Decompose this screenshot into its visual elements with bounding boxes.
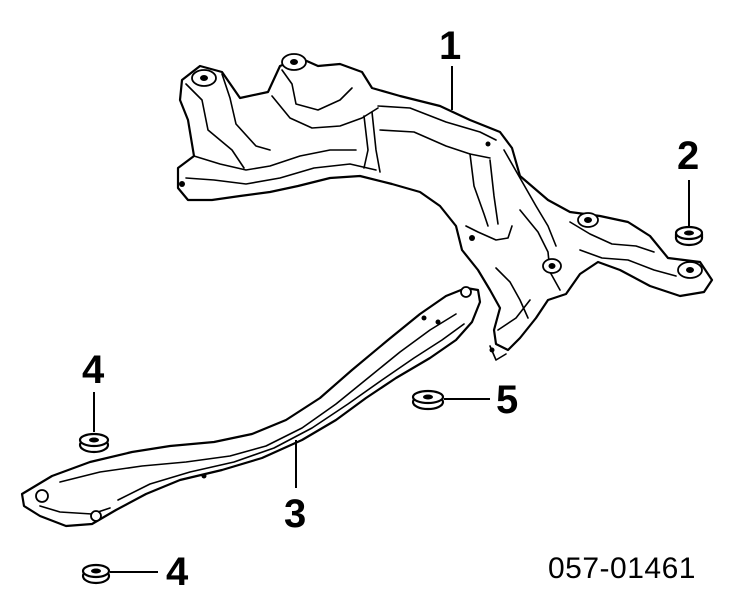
callout-3: 3 [284,492,307,536]
callout-2: 2 [677,134,700,178]
callout-4-upper: 4 [82,348,105,392]
callout-4-lower: 4 [166,550,189,594]
nut-upper-left [78,432,110,454]
drawing-code: 057-01461 [548,552,696,585]
callout-1: 1 [439,24,462,68]
nut-lower-left [81,563,111,585]
nut-center [411,389,445,411]
stiffener-plate [20,286,482,528]
front-crossmember [176,53,714,361]
callout-5: 5 [496,378,519,422]
nut-right [674,225,704,247]
